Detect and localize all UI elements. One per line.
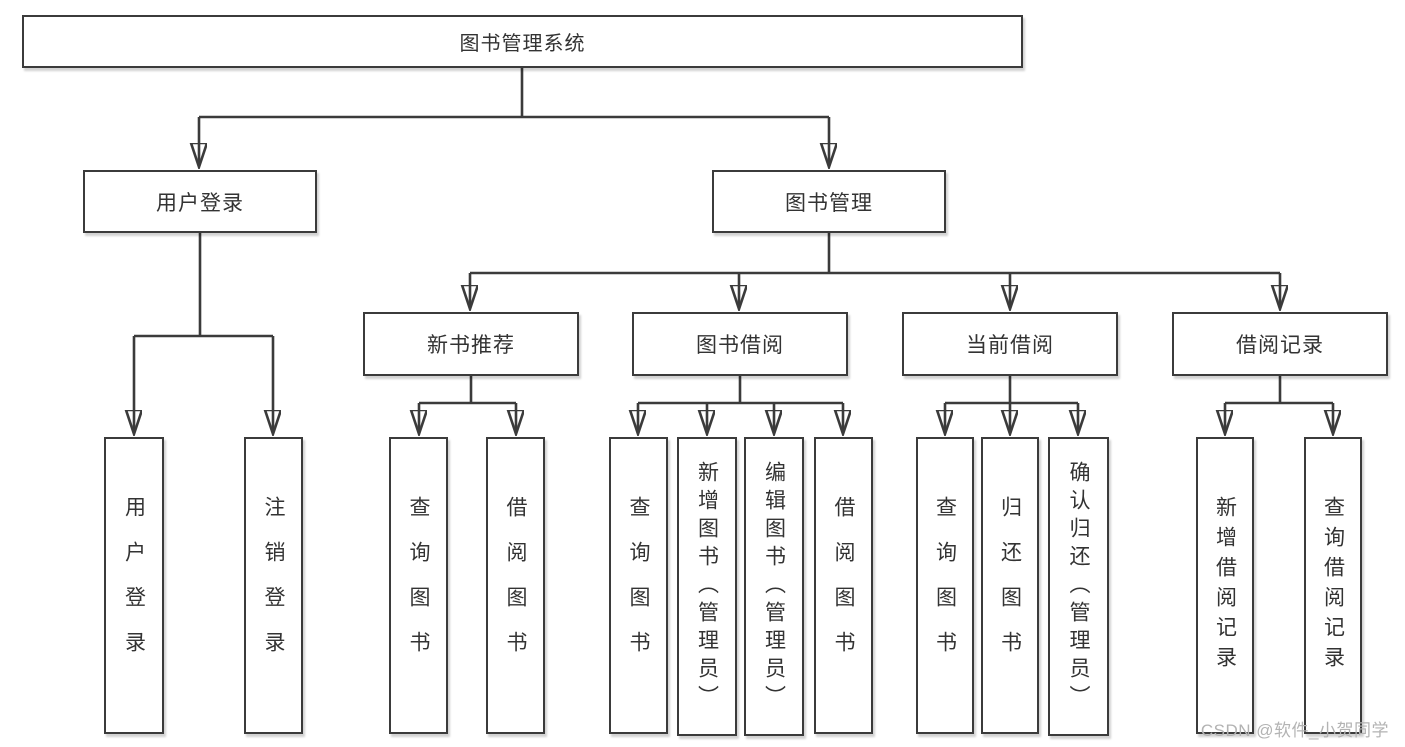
leaf-label: 查询图书 [627,495,650,676]
node-label: 图书管理系统 [459,33,586,55]
leaf-query-book-3: 查询图书 [916,437,974,734]
node-borrow-record: 借阅记录 [1172,312,1388,376]
leaf-return-book: 归还图书 [981,437,1039,734]
leaf-add-book-admin: 新增图书（管理员） [677,437,737,736]
leaf-add-borrow-record: 新增借阅记录 [1196,437,1254,734]
leaf-edit-book-admin: 编辑图书（管理员） [744,437,804,736]
leaf-borrow-book-2: 借阅图书 [814,437,873,734]
leaf-label: 用户登录 [122,495,146,676]
node-current-borrow: 当前借阅 [902,312,1118,376]
node-label: 当前借阅 [966,334,1054,357]
leaf-label: 注销登录 [262,495,285,676]
leaf-label: 借阅图书 [504,495,527,676]
node-label: 图书管理 [785,191,873,215]
leaf-label: 借阅图书 [832,495,855,676]
leaf-label: 查询图书 [933,495,957,676]
node-label: 借阅记录 [1236,334,1324,357]
leaf-label: 确认归还（管理员） [1067,460,1090,713]
leaf-query-borrow-record: 查询借阅记录 [1304,437,1362,734]
leaf-label: 归还图书 [998,495,1022,676]
leaf-label: 编辑图书（管理员） [762,460,786,713]
leaf-label: 查询借阅记录 [1321,495,1345,676]
node-label: 用户登录 [156,191,244,215]
leaf-query-book-2: 查询图书 [609,437,668,734]
node-user-login: 用户登录 [83,170,317,233]
leaf-logout: 注销登录 [244,437,303,734]
node-label: 新书推荐 [427,334,515,357]
csdn-watermark: CSDN @软件_小贺同学 [1200,721,1389,740]
node-label: 图书借阅 [696,334,784,357]
node-library-management-system: 图书管理系统 [22,15,1023,68]
node-new-book-recommend: 新书推荐 [363,312,579,376]
leaf-borrow-book-1: 借阅图书 [486,437,545,734]
leaf-label: 新增借阅记录 [1213,495,1237,676]
node-book-borrow: 图书借阅 [632,312,848,376]
leaf-query-book-1: 查询图书 [389,437,448,734]
node-book-management: 图书管理 [712,170,946,233]
leaf-label: 查询图书 [407,495,430,676]
leaf-user-login: 用户登录 [104,437,164,734]
leaf-label: 新增图书（管理员） [695,460,719,713]
leaf-confirm-return-admin: 确认归还（管理员） [1048,437,1109,736]
